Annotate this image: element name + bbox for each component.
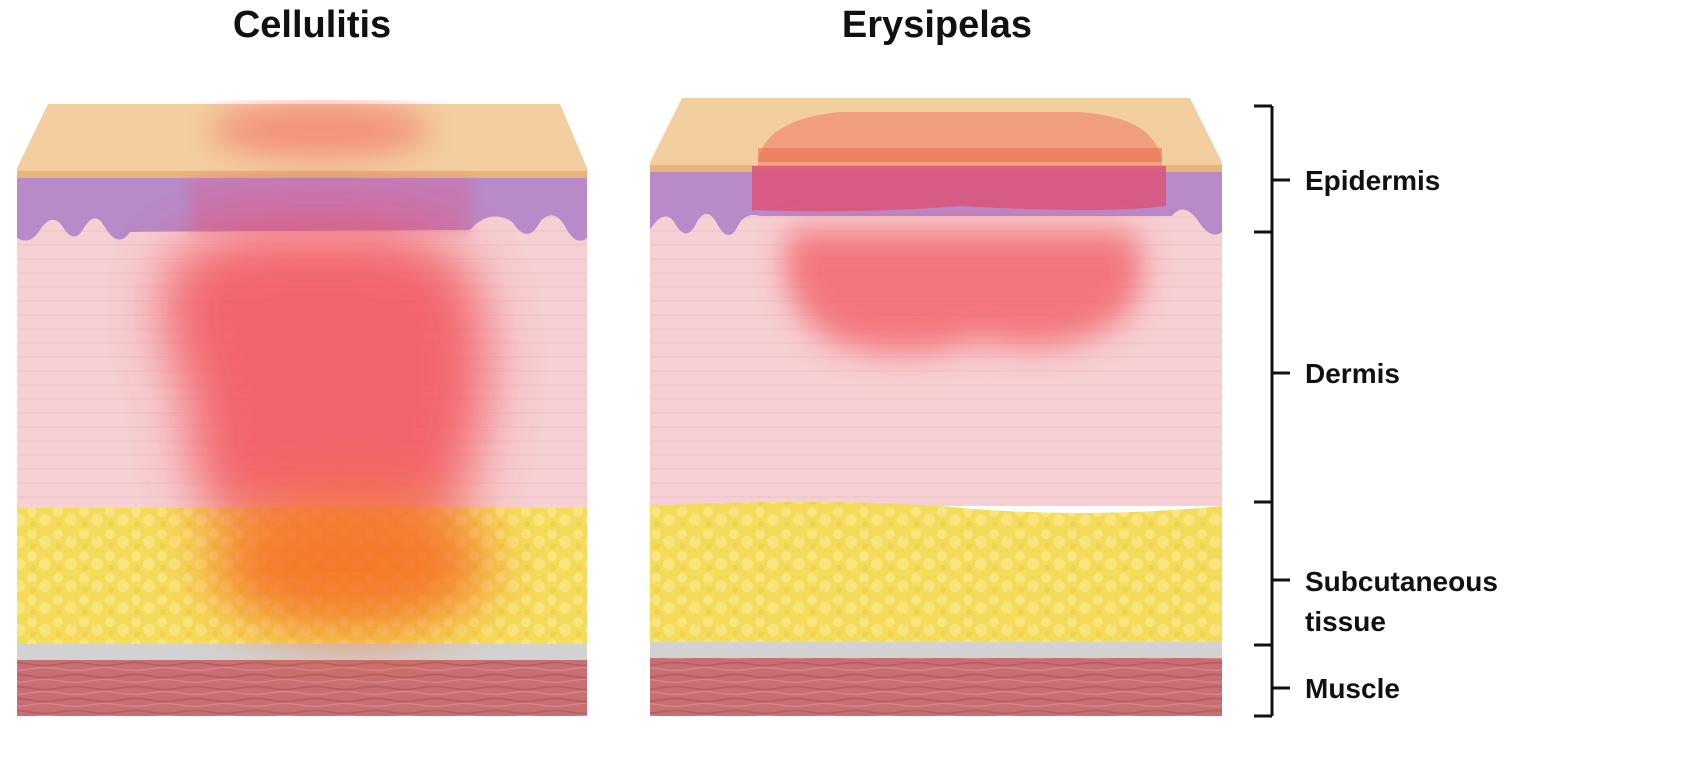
layer-bracket	[1254, 106, 1290, 716]
muscle-label: Muscle	[1305, 672, 1400, 706]
right-subcutaneous-fat	[650, 502, 1222, 644]
erysipelas-panel	[650, 98, 1222, 716]
left-fascia	[17, 644, 587, 660]
right-plaque-edge	[758, 148, 1162, 162]
subcutaneous-label-line2: tissue	[1305, 605, 1386, 639]
left-dermis-redness	[163, 228, 488, 520]
cellulitis-panel	[17, 102, 587, 716]
right-epidermis-redness	[752, 166, 1166, 211]
right-dermis-redness	[785, 230, 1143, 353]
epidermis-label: Epidermis	[1305, 164, 1440, 198]
right-inflammation	[752, 112, 1166, 353]
dermis-label: Dermis	[1305, 357, 1400, 391]
left-surface-redness	[210, 102, 430, 158]
subcutaneous-label-line1: Subcutaneous	[1305, 565, 1498, 599]
left-muscle	[17, 660, 587, 716]
right-fascia	[650, 642, 1222, 658]
right-muscle	[650, 658, 1222, 716]
left-stratum-line	[17, 171, 587, 178]
left-inflammation	[163, 102, 490, 635]
left-fat-redness	[210, 495, 490, 635]
left-epidermis-redness	[190, 178, 470, 233]
